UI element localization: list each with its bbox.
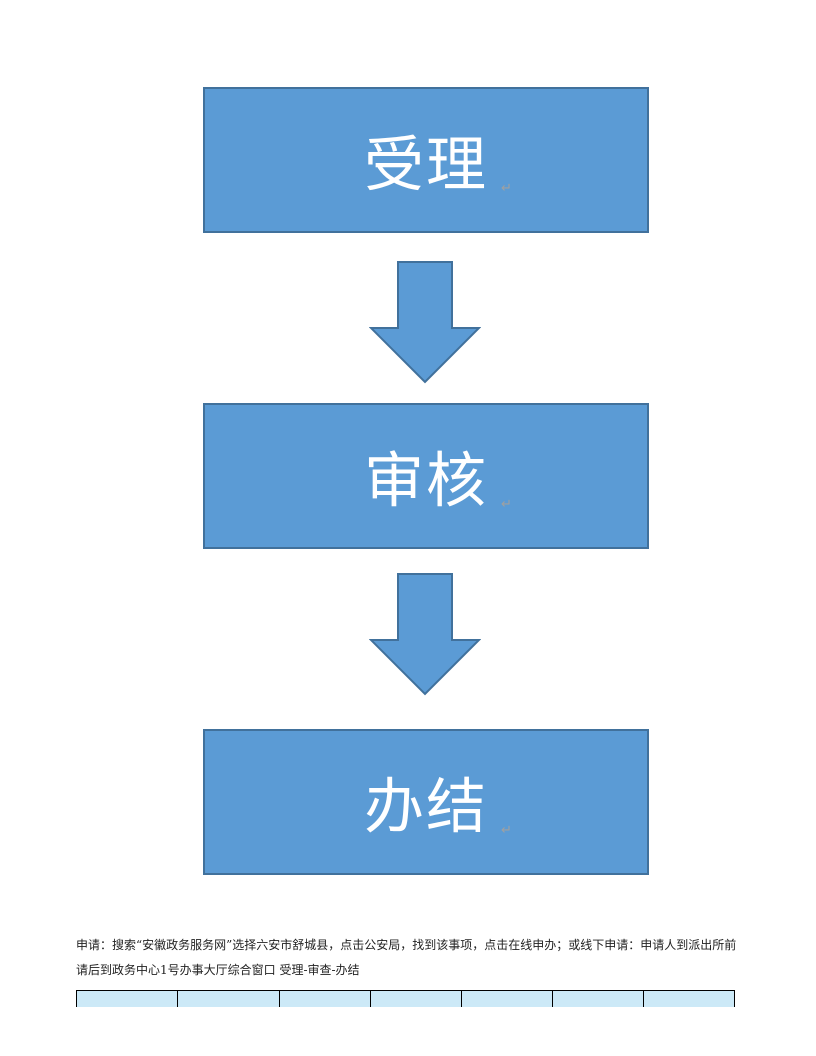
table-header-cell	[177, 990, 280, 1007]
down-arrow-icon	[369, 261, 481, 384]
paragraph-mark-icon: ↵	[501, 497, 512, 512]
table-header-cell	[76, 990, 178, 1007]
table-header-row	[76, 990, 735, 1007]
step-label-review: 审核	[364, 446, 488, 517]
header-table	[76, 990, 735, 1007]
down-arrow-icon	[369, 573, 481, 696]
step-box-complete: 办结 ↵	[203, 729, 649, 875]
paragraph-mark-icon: ↵	[501, 181, 512, 196]
step-label-accept: 受理	[364, 130, 488, 201]
table-header-cell	[552, 990, 644, 1007]
description-line-1: 申请：搜索“安徽政务服务网”选择六安市舒城县，点击公安局，找到该事项，点击在线申…	[76, 938, 737, 952]
paragraph-mark-icon: ↵	[501, 823, 512, 838]
step-label-complete: 办结	[364, 772, 488, 843]
step-box-review: 审核 ↵	[203, 403, 649, 549]
table-header-cell	[461, 990, 553, 1007]
description-line-2: 请后到政务中心1号办事大厅综合窗口 受理-审查-办结	[76, 963, 360, 977]
table-header-cell	[279, 990, 371, 1007]
step-box-accept: 受理 ↵	[203, 87, 649, 233]
table-header-cell	[370, 990, 462, 1007]
table-header-cell	[643, 990, 735, 1007]
